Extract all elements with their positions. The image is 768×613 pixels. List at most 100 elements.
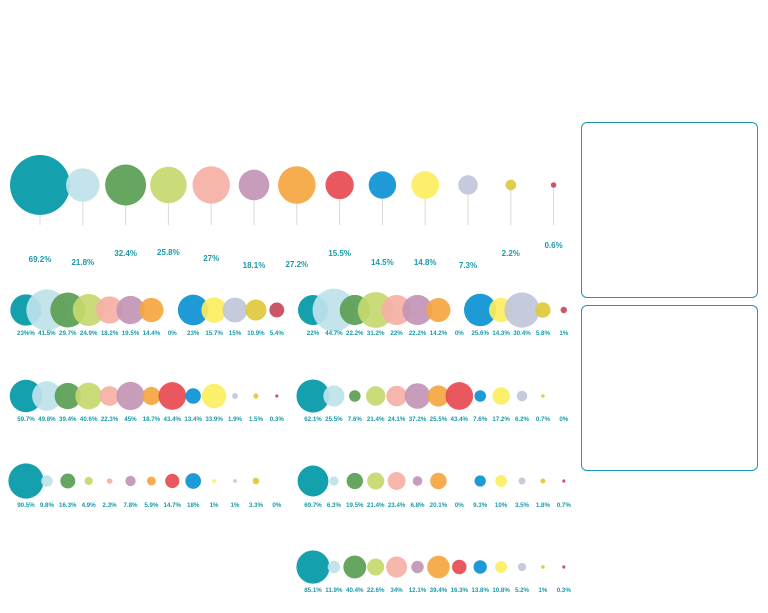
bubble xyxy=(99,386,120,406)
value-label: 22% xyxy=(390,330,403,337)
value-label: 22.6% xyxy=(367,587,385,594)
value-label: 0.6% xyxy=(544,241,562,250)
value-label: 14.3% xyxy=(492,330,510,337)
panel-row1-right: 22%44.7%22.2%31.2%22%22.2%14.2%0%25.6%14… xyxy=(297,288,569,337)
value-label: 0.3% xyxy=(557,587,572,594)
bubble xyxy=(562,565,566,569)
value-label: 9.8% xyxy=(40,502,55,509)
bubble xyxy=(504,292,540,328)
bubble xyxy=(492,387,510,405)
bubble xyxy=(427,555,450,579)
bubble xyxy=(411,560,424,574)
bubble xyxy=(387,472,406,490)
value-label: 14.8% xyxy=(414,258,437,267)
bubble xyxy=(252,477,260,485)
bubble xyxy=(535,302,551,318)
bubble xyxy=(495,475,507,487)
value-label: 0% xyxy=(168,330,177,337)
value-label: 25.5% xyxy=(325,416,343,423)
value-label: 15% xyxy=(229,330,242,337)
bubble xyxy=(458,175,478,195)
bubble xyxy=(427,385,449,407)
bubble xyxy=(245,299,267,321)
panel-row2-left: 59.7%49.8%39.4%40.6%22.3%45%18.7%43.4%13… xyxy=(9,379,284,423)
value-label: 7.6% xyxy=(348,416,363,423)
bubble xyxy=(116,381,145,411)
value-label: 14.5% xyxy=(371,258,394,267)
value-label: 1% xyxy=(559,330,568,337)
value-label: 1% xyxy=(210,502,219,509)
bubble xyxy=(297,465,329,497)
value-label: 1% xyxy=(538,587,547,594)
bubble xyxy=(32,381,62,411)
bubble xyxy=(192,166,230,204)
bubble xyxy=(238,169,270,201)
value-label: 62.1% xyxy=(304,416,322,423)
bubble xyxy=(201,297,227,323)
value-label: 9.3% xyxy=(473,502,488,509)
value-label: 13.8% xyxy=(471,587,489,594)
value-label: 45% xyxy=(124,416,137,423)
value-label: 25.5% xyxy=(430,416,448,423)
value-label: 25.6% xyxy=(471,330,489,337)
value-label: 14.7% xyxy=(164,502,182,509)
value-label: 37.2% xyxy=(409,416,427,423)
bubble xyxy=(75,382,103,410)
value-label: 44.7% xyxy=(325,330,343,337)
bubble xyxy=(296,550,330,584)
value-label: 14.4% xyxy=(143,330,161,337)
value-label: 16.3% xyxy=(451,587,469,594)
bubble xyxy=(386,556,408,578)
value-label: 21.8% xyxy=(71,258,94,267)
bubble xyxy=(402,294,433,326)
info-card-bottom xyxy=(581,305,758,471)
bubble xyxy=(139,297,164,323)
bubble xyxy=(72,294,105,326)
value-label: 4.9% xyxy=(82,502,97,509)
bubble xyxy=(516,390,528,402)
bubble xyxy=(411,171,440,199)
value-label: 23%% xyxy=(17,330,35,337)
value-label: 39.4% xyxy=(59,416,77,423)
bubble xyxy=(232,393,238,399)
value-label: 5.8% xyxy=(536,330,551,337)
bubble xyxy=(8,463,44,499)
bubble xyxy=(222,297,248,323)
bubble xyxy=(550,182,557,188)
bubble xyxy=(473,560,487,574)
value-label: 33.9% xyxy=(205,416,223,423)
value-label: 10.8% xyxy=(492,587,510,594)
bubble xyxy=(233,479,237,483)
bubble xyxy=(116,295,145,325)
value-label: 25.8% xyxy=(157,248,180,257)
bubble xyxy=(445,382,474,410)
value-label: 5.9% xyxy=(144,502,159,509)
value-label: 14.2% xyxy=(430,330,448,337)
bubble xyxy=(106,478,113,484)
value-label: 29.7% xyxy=(59,330,77,337)
bubble xyxy=(125,475,136,487)
bubble xyxy=(517,562,527,572)
bubble xyxy=(212,479,216,483)
value-label: 43.4% xyxy=(164,416,182,423)
bubble xyxy=(518,477,526,485)
bubble xyxy=(404,383,431,409)
value-label: 43.4% xyxy=(451,416,469,423)
value-label: 21.4% xyxy=(367,416,385,423)
bubble xyxy=(9,379,43,413)
bubble xyxy=(165,473,180,489)
bubble xyxy=(177,294,209,326)
value-label: 31.2% xyxy=(367,330,385,337)
value-label: 6.3% xyxy=(327,502,342,509)
value-label: 7.8% xyxy=(123,502,138,509)
bubble xyxy=(296,379,330,413)
bubble xyxy=(386,385,407,407)
bubble xyxy=(185,473,202,489)
value-label: 22.2% xyxy=(346,330,364,337)
value-label: 69.7% xyxy=(304,502,322,509)
bubble xyxy=(185,388,201,404)
value-label: 2.2% xyxy=(502,249,520,258)
value-label: 10.9% xyxy=(247,330,265,337)
bubble xyxy=(84,476,93,486)
value-label: 0% xyxy=(455,502,464,509)
